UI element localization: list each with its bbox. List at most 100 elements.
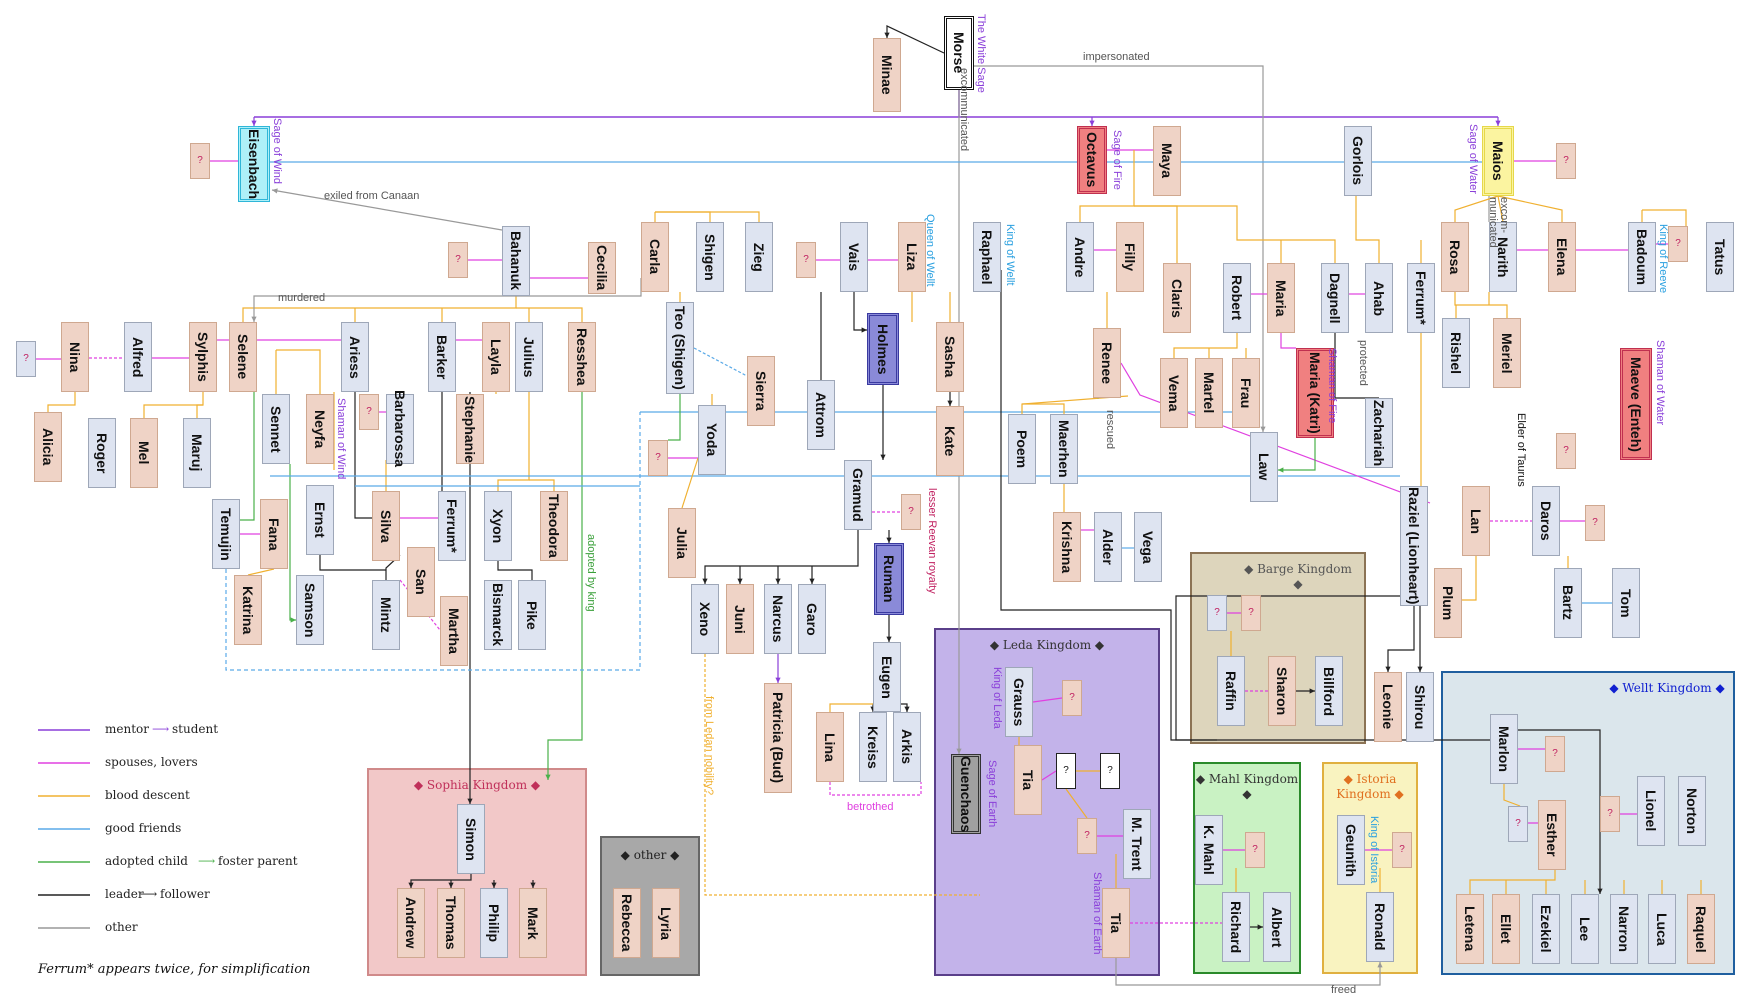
person-minae[interactable]: Minae <box>873 38 901 112</box>
person-ezekiel[interactable]: Ezekiel <box>1532 894 1560 964</box>
person-stephanie[interactable]: Stephanie <box>456 394 484 464</box>
person-ronald[interactable]: Ronald <box>1366 892 1394 962</box>
person-thomas[interactable]: Thomas <box>437 888 465 958</box>
person-simon[interactable]: Simon <box>457 804 485 874</box>
person-q-mahl[interactable]: ? <box>1245 832 1265 868</box>
person-pike[interactable]: Pike <box>518 580 546 650</box>
person-eisenbach[interactable]: Eisenbach <box>238 126 270 202</box>
person-grauss[interactable]: Grauss <box>1005 667 1033 737</box>
person-m-trent[interactable]: M. Trent <box>1123 809 1151 879</box>
person-liza[interactable]: Liza <box>898 222 926 292</box>
person-nina[interactable]: Nina <box>61 322 89 392</box>
person-rosa[interactable]: Rosa <box>1441 222 1469 292</box>
person-julius[interactable]: Julius <box>515 322 543 392</box>
person-bahanuk[interactable]: Bahanuk <box>502 226 530 296</box>
person-san[interactable]: San <box>407 547 435 617</box>
person-holmes[interactable]: Holmes <box>867 313 899 385</box>
person-xeno[interactable]: Xeno <box>691 584 719 654</box>
person-daros[interactable]: Daros <box>1532 486 1560 556</box>
person-alfred[interactable]: Alfred <box>124 322 152 392</box>
person-xyon[interactable]: Xyon <box>484 491 512 561</box>
person-shigen[interactable]: Shigen <box>696 222 724 292</box>
person-q-geunith[interactable]: ? <box>1392 832 1412 868</box>
person-garo[interactable]: Garo <box>798 584 826 654</box>
person-geunith[interactable]: Geunith <box>1337 815 1365 885</box>
person-ernst[interactable]: Ernst <box>306 485 334 555</box>
person-philip[interactable]: Philip <box>480 888 508 958</box>
person-q-nina[interactable]: ? <box>16 341 36 377</box>
person-q-bahanuk[interactable]: ? <box>448 242 468 278</box>
person-tia[interactable]: Tia <box>1014 745 1042 815</box>
person-rishel[interactable]: Rishel <box>1442 318 1470 388</box>
person-lionel[interactable]: Lionel <box>1637 776 1665 846</box>
person-q-tia1[interactable]: ? <box>1056 753 1076 789</box>
person-sasha[interactable]: Sasha <box>936 322 964 392</box>
person-eugen[interactable]: Eugen <box>873 642 901 712</box>
person-maios[interactable]: Maios <box>1482 126 1514 196</box>
person-arkis[interactable]: Arkis <box>893 712 921 782</box>
person-elena[interactable]: Elena <box>1548 222 1576 292</box>
person-maria[interactable]: Maria <box>1267 263 1295 333</box>
person-vega[interactable]: Vega <box>1134 512 1162 582</box>
person-carla[interactable]: Carla <box>641 222 669 292</box>
person-ariess[interactable]: Ariess <box>341 322 369 392</box>
person-meriel[interactable]: Meriel <box>1493 318 1521 388</box>
person-q-taurus[interactable]: ? <box>1556 433 1576 469</box>
person-lina[interactable]: Lina <box>816 712 844 782</box>
person-alder[interactable]: Alder <box>1094 512 1122 582</box>
person-gramud[interactable]: Gramud <box>844 460 872 530</box>
person-zachariah[interactable]: Zachariah <box>1365 398 1393 468</box>
person-martha[interactable]: Martha <box>440 596 468 666</box>
person-rebecca[interactable]: Rebecca <box>613 888 641 958</box>
person-filly[interactable]: Filly <box>1116 222 1144 292</box>
person-neyfa[interactable]: Neyfa <box>306 394 334 464</box>
person-claris[interactable]: Claris <box>1163 263 1191 333</box>
person-albert[interactable]: Albert <box>1263 892 1291 962</box>
person-q-yoda[interactable]: ? <box>648 440 668 476</box>
person-juni[interactable]: Juni <box>726 584 754 654</box>
person-luca[interactable]: Luca <box>1648 894 1676 964</box>
person-maya[interactable]: Maya <box>1153 126 1181 196</box>
person-q-maios[interactable]: ? <box>1556 143 1576 179</box>
person-silva[interactable]: Silva <box>372 491 400 561</box>
person-sennet[interactable]: Sennet <box>262 394 290 464</box>
person-marlon[interactable]: Marlon <box>1490 714 1518 784</box>
person-roger[interactable]: Roger <box>88 418 116 488</box>
person-krishna[interactable]: Krishna <box>1053 512 1081 582</box>
person-q-tia2[interactable]: ? <box>1100 753 1120 789</box>
person-octavus[interactable]: Octavus <box>1077 126 1107 194</box>
person-barker[interactable]: Barker <box>428 322 456 392</box>
person-shirou[interactable]: Shirou <box>1406 672 1434 742</box>
person-raphael[interactable]: Raphael <box>973 222 1001 292</box>
person-andrew[interactable]: Andrew <box>397 888 425 958</box>
person-temujin[interactable]: Temujin <box>212 499 240 569</box>
person-lee[interactable]: Lee <box>1571 894 1599 964</box>
person-kreiss[interactable]: Kreiss <box>859 712 887 782</box>
person-billford[interactable]: Billford <box>1315 656 1343 726</box>
person-julia[interactable]: Julia <box>668 508 696 578</box>
person-q-daros[interactable]: ? <box>1585 505 1605 541</box>
person-q-grauss[interactable]: ? <box>1062 680 1082 716</box>
person-mark[interactable]: Mark <box>519 888 547 958</box>
person-attrom[interactable]: Attrom <box>807 380 835 450</box>
person-q-badoum[interactable]: ? <box>1668 226 1688 262</box>
person-dagnell[interactable]: Dagnell <box>1321 263 1349 333</box>
person-poem[interactable]: Poem <box>1008 414 1036 484</box>
person-alicia[interactable]: Alicia <box>34 412 62 482</box>
person-samson[interactable]: Samson <box>296 575 324 645</box>
person-robert[interactable]: Robert <box>1223 263 1251 333</box>
person-fana[interactable]: Fana <box>260 499 288 569</box>
person-renee[interactable]: Renee <box>1093 328 1121 398</box>
person-q-wellt[interactable]: ? <box>1508 806 1528 842</box>
person-cecilia[interactable]: Cecilia <box>588 242 616 294</box>
person-tia2[interactable]: Tia <box>1102 888 1130 958</box>
person-zieg[interactable]: Zieg <box>745 222 773 292</box>
person-tatus[interactable]: Tatus <box>1706 222 1734 292</box>
person-maria-k[interactable]: Maria (Katri) <box>1296 348 1334 438</box>
person-sharon[interactable]: Sharon <box>1268 656 1296 726</box>
person-maeve[interactable]: Maeve (Enteh) <box>1620 348 1652 460</box>
person-layla[interactable]: Layla <box>482 322 510 392</box>
person-raziel[interactable]: Raziel (Lionheart) <box>1400 486 1428 606</box>
person-richard[interactable]: Richard <box>1222 892 1250 962</box>
person-ruman[interactable]: Ruman <box>874 543 904 615</box>
